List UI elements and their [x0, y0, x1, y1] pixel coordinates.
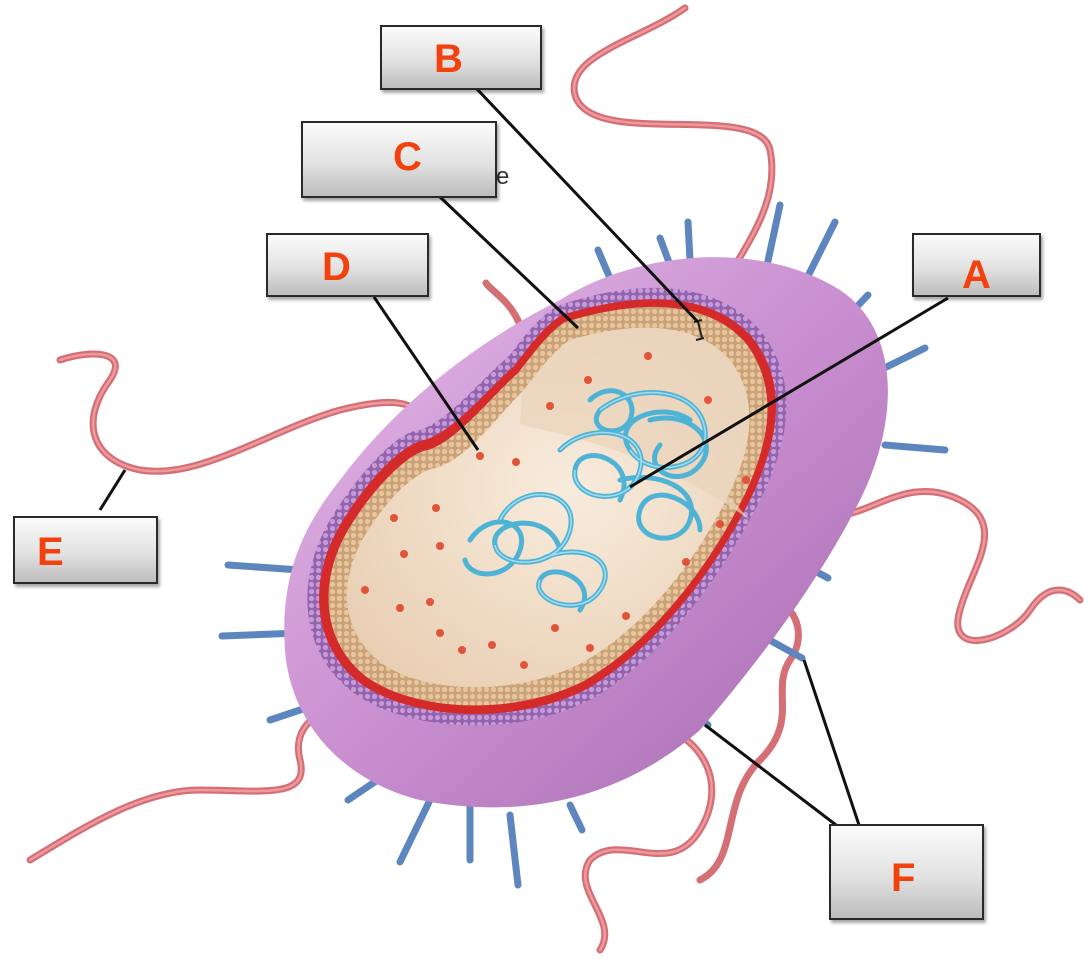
- label-box-a[interactable]: A: [912, 233, 1041, 297]
- label-box-e[interactable]: E: [13, 516, 158, 584]
- label-f: F: [891, 858, 915, 898]
- flagellum-top: [574, 8, 772, 290]
- label-d: D: [322, 247, 351, 287]
- stray-text: e: [496, 163, 509, 191]
- leader-line-f1: [804, 660, 860, 828]
- label-box-d[interactable]: D: [266, 233, 429, 297]
- flagellum-right: [820, 491, 1080, 640]
- flagellum-back: [486, 283, 520, 325]
- label-box-b[interactable]: B: [380, 25, 542, 90]
- label-box-f[interactable]: F: [829, 824, 984, 920]
- label-e: E: [37, 532, 64, 572]
- label-a: A: [962, 255, 991, 295]
- label-b: B: [434, 39, 463, 79]
- label-c: C: [393, 137, 422, 177]
- label-box-c[interactable]: C: [301, 121, 497, 198]
- leader-line-e: [100, 470, 125, 510]
